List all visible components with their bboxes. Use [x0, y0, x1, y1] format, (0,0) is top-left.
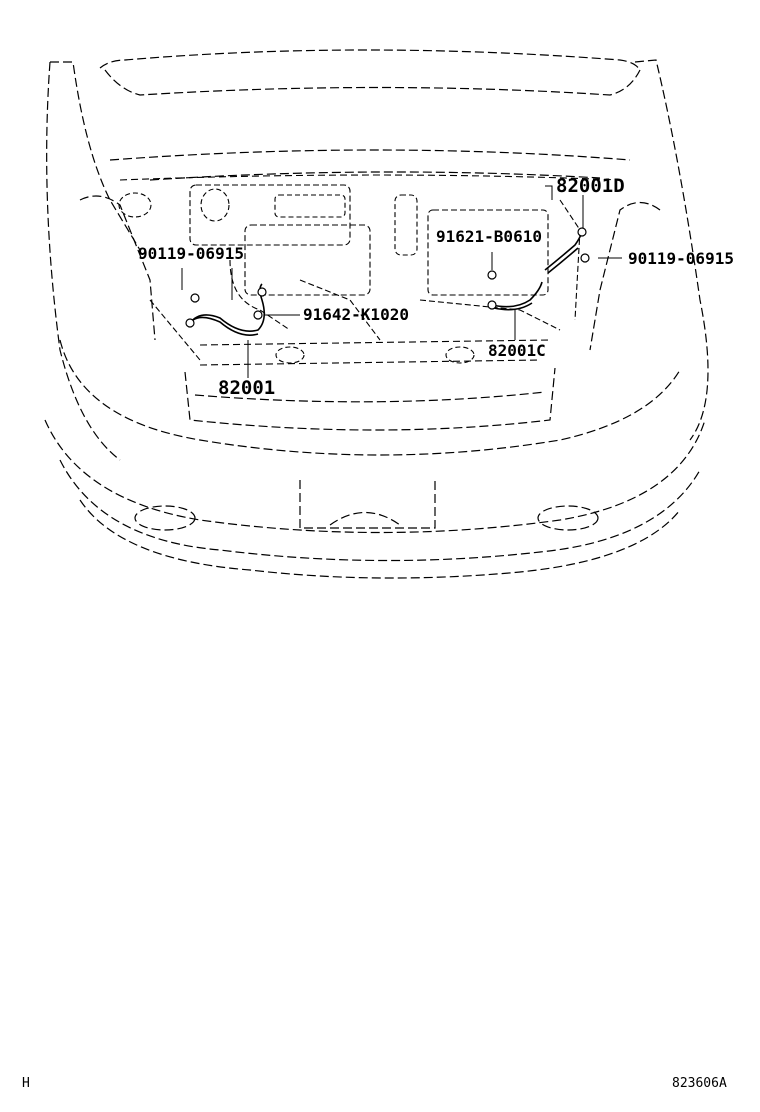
label-82001d: 82001D: [556, 175, 625, 197]
bolts: [185, 227, 590, 328]
engine-components: [118, 174, 621, 366]
vehicle-outline: [44, 49, 709, 579]
label-82001c: 82001C: [488, 341, 546, 360]
ground-wire-82001c: [491, 281, 543, 308]
illustration-id: 823606A: [672, 1076, 727, 1091]
terminal-icon: [577, 227, 587, 237]
terminal-icon: [257, 287, 267, 297]
bolt-icon: [253, 310, 263, 320]
ground-wire-82001d: [544, 231, 583, 271]
label-90119-06915-right: 90119-06915: [628, 249, 734, 268]
terminal-icon: [487, 300, 497, 310]
label-90119-06915-left: 90119-06915: [138, 244, 244, 263]
label-82001: 82001: [218, 377, 275, 399]
footer-code: H: [22, 1076, 30, 1091]
terminal-icon: [185, 318, 195, 328]
engine-bay-ground-wire-diagram: 82001D 90119-06915 90119-06915 91621-B06…: [44, 49, 734, 579]
label-91642-k1020: 91642-K1020: [303, 305, 409, 324]
bolt-icon: [580, 253, 590, 263]
bolt-icon: [190, 293, 200, 303]
bolt-icon: [487, 270, 497, 280]
label-91621-b0610: 91621-B0610: [436, 227, 542, 246]
leader-lines: [181, 185, 622, 378]
